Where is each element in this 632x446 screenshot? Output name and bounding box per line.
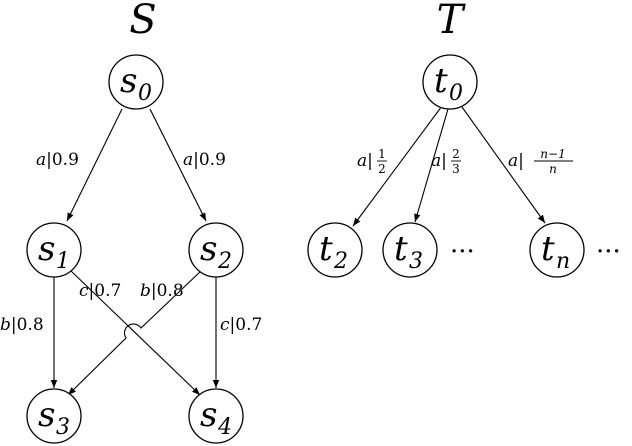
svg-text:n: n — [549, 162, 557, 176]
edge-s0-s2 — [149, 108, 207, 222]
svg-text:n−1: n−1 — [540, 147, 565, 161]
title-S: S — [129, 0, 156, 43]
svg-text:0: 0 — [138, 81, 152, 106]
svg-text:2: 2 — [452, 147, 460, 161]
svg-text:t: t — [541, 229, 555, 269]
svg-text:1: 1 — [378, 147, 386, 161]
ellipsis-middle: ··· — [450, 237, 475, 267]
svg-text:t: t — [394, 229, 408, 269]
node-tn: t n — [529, 222, 585, 278]
node-s1: s 1 — [26, 222, 82, 278]
label-s0-s2: a|0.9 — [183, 150, 226, 170]
node-s2: s 2 — [188, 222, 244, 278]
edge-s2-s3 — [67, 269, 203, 396]
label-s1-s3: b|0.8 — [0, 315, 44, 335]
edge-t0-t3 — [414, 108, 449, 223]
edge-t0-t2 — [352, 105, 443, 227]
node-t0: t 0 — [422, 54, 478, 110]
svg-text:n: n — [556, 249, 570, 274]
svg-text:s: s — [200, 229, 217, 269]
svg-text:t: t — [319, 229, 333, 269]
edge-s0-s1 — [66, 108, 123, 222]
svg-text:2: 2 — [333, 249, 348, 274]
svg-text:s: s — [200, 395, 217, 435]
svg-text:2: 2 — [378, 162, 386, 176]
label-t0-t3: a| 2 3 — [431, 147, 461, 176]
node-t2: t 2 — [307, 222, 363, 278]
node-s3: s 3 — [26, 388, 82, 444]
svg-text:t: t — [434, 61, 448, 101]
svg-text:3: 3 — [56, 415, 70, 440]
title-T: T — [437, 0, 467, 43]
svg-text:a|: a| — [357, 151, 373, 171]
svg-text:s: s — [120, 61, 137, 101]
edge-t0-tn — [461, 106, 546, 224]
svg-text:2: 2 — [217, 249, 232, 274]
node-s0: s 0 — [108, 54, 164, 110]
label-s1-s4: c|0.7 — [79, 281, 121, 301]
svg-text:3: 3 — [452, 162, 460, 176]
svg-text:1: 1 — [56, 249, 70, 274]
ellipsis-right: ··· — [596, 237, 621, 267]
label-t0-tn: a| n−1 n — [508, 147, 573, 176]
node-s4: s 4 — [188, 388, 244, 444]
svg-text:s: s — [38, 229, 55, 269]
label-s2-s4: c|0.7 — [220, 315, 262, 335]
node-t3: t 3 — [382, 222, 438, 278]
label-s0-s1: a|0.9 — [36, 150, 79, 170]
svg-text:a|: a| — [508, 151, 524, 171]
edge-s1-s4 — [69, 269, 201, 396]
label-t0-t2: a| 1 2 — [357, 147, 387, 176]
svg-text:3: 3 — [409, 249, 423, 274]
svg-text:a|: a| — [431, 151, 447, 171]
svg-text:s: s — [38, 395, 55, 435]
label-s2-s3: b|0.8 — [140, 281, 184, 301]
svg-text:0: 0 — [449, 81, 463, 106]
svg-text:4: 4 — [217, 415, 232, 440]
